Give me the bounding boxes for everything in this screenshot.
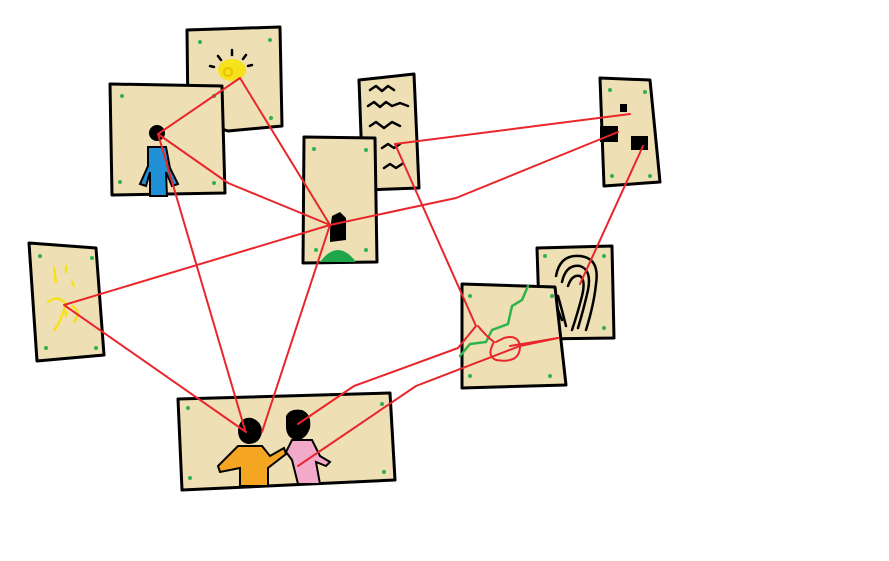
red-string bbox=[157, 77, 331, 226]
map-route-icon bbox=[458, 284, 530, 362]
red-string bbox=[394, 143, 477, 327]
red-string bbox=[579, 145, 644, 285]
two-people-note bbox=[176, 391, 397, 492]
map-note bbox=[458, 282, 568, 390]
yellow-face-note bbox=[27, 241, 106, 363]
red-string bbox=[157, 133, 331, 226]
red-string bbox=[63, 224, 331, 433]
red-string bbox=[297, 325, 477, 425]
dark-squares-note bbox=[598, 76, 662, 188]
lightbulb-icon bbox=[208, 48, 254, 81]
red-string bbox=[261, 224, 331, 433]
red-string bbox=[157, 133, 246, 431]
person-on-hill-icon bbox=[320, 212, 356, 262]
red-string bbox=[394, 113, 631, 145]
red-string bbox=[329, 131, 619, 226]
two-people-icon bbox=[216, 409, 332, 487]
red-strings bbox=[63, 77, 644, 467]
green-hill-person-note bbox=[301, 135, 379, 265]
scribbled-text-icon bbox=[366, 84, 410, 170]
red-string bbox=[509, 337, 559, 347]
